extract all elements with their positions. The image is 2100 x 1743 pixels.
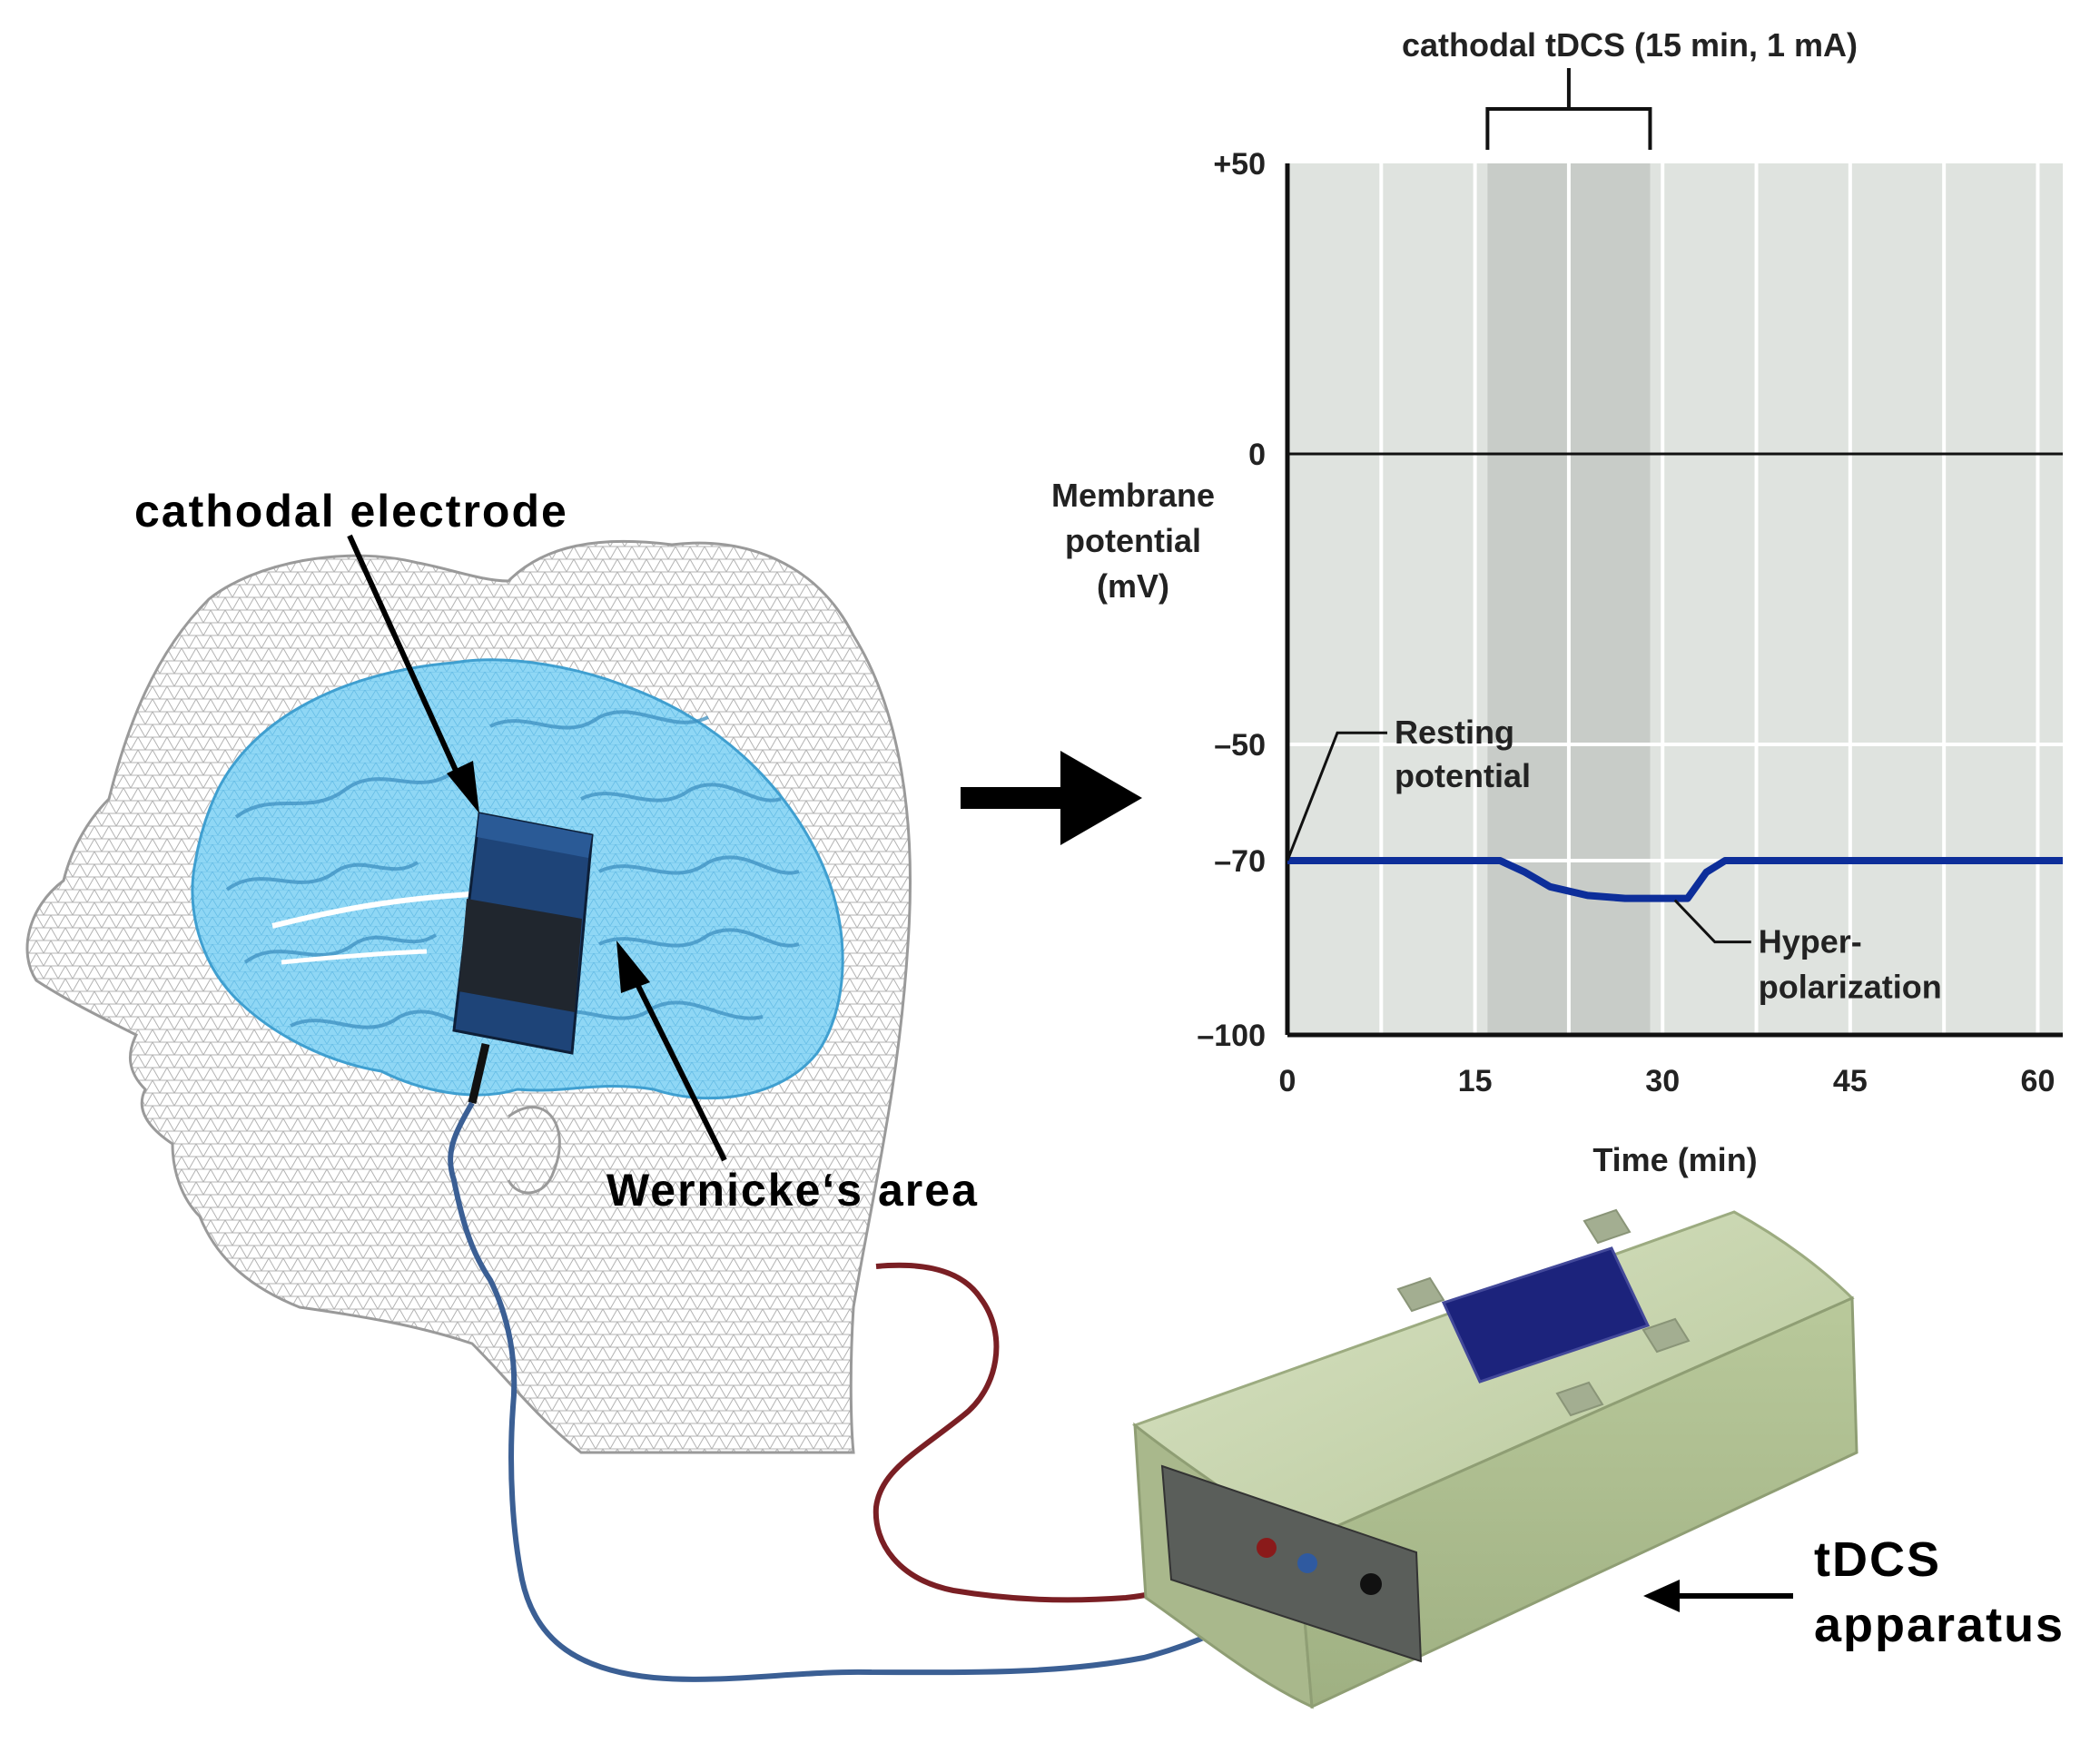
wernicke-pointer-arrow — [616, 940, 727, 1162]
cathodal-electrode-label: cathodal electrode — [134, 486, 568, 537]
y-axis-title-line: (mV) — [1097, 567, 1169, 605]
hyperpolarization-annotation: Hyper- — [1759, 923, 1862, 960]
y-tick-label: –100 — [1197, 1019, 1266, 1053]
device-side — [1296, 1295, 1858, 1709]
y-axis-title-line: Membrane — [1051, 477, 1215, 514]
tdcs-device — [1131, 1208, 1858, 1709]
electrode-lead — [468, 1042, 490, 1105]
y-tick-label: 0 — [1248, 438, 1266, 472]
device-jack-red — [1257, 1538, 1277, 1558]
resting-potential-leader — [1286, 731, 1387, 862]
device-port — [1360, 1573, 1382, 1595]
stimulation-bracket — [1485, 68, 1652, 150]
apparatus-label-line1: tDCS — [1814, 1532, 1941, 1587]
device-buttons — [1396, 1208, 1691, 1417]
transition-arrow — [961, 751, 1142, 845]
y-tick-label: –50 — [1214, 728, 1266, 763]
sylvian-fissure — [271, 891, 473, 929]
resting-potential-annotation: Resting — [1395, 714, 1514, 751]
membrane-potential-trace — [1287, 857, 2063, 902]
x-tick-label: 0 — [1279, 1064, 1296, 1098]
resting-potential-annotation: potential — [1395, 757, 1531, 794]
x-axis-title: Time (min) — [1592, 1141, 1757, 1178]
blue-wire — [448, 1101, 1327, 1682]
x-tick-label: 30 — [1645, 1064, 1680, 1098]
plot-area — [1287, 163, 2063, 1035]
y-tick-label: +50 — [1213, 147, 1266, 182]
apparatus-pointer-arrow — [1643, 1580, 1793, 1612]
device-panel — [1160, 1464, 1423, 1663]
x-tick-label: 60 — [2021, 1064, 2056, 1098]
sulcus-lower — [281, 949, 428, 965]
device-jack-blue — [1297, 1553, 1317, 1573]
x-tick-label: 45 — [1833, 1064, 1868, 1098]
y-axis-title-line: potential — [1065, 522, 1201, 559]
cathodal-electrode — [452, 812, 594, 1105]
wernicke-area-label: Wernicke‘s area — [606, 1165, 979, 1216]
hyperpolarization-annotation: polarization — [1759, 969, 1942, 1006]
apparatus-label-line2: apparatus — [1814, 1598, 2065, 1652]
ear-outline — [507, 1106, 561, 1195]
hyperpolarization-leader — [1673, 899, 1751, 944]
chart-title: cathodal tDCS (15 min, 1 mA) — [1402, 26, 1858, 64]
x-tick-label: 15 — [1458, 1064, 1493, 1098]
device-display — [1441, 1246, 1651, 1384]
y-tick-label: –70 — [1214, 844, 1266, 879]
electrode-pointer-arrow — [347, 534, 479, 813]
